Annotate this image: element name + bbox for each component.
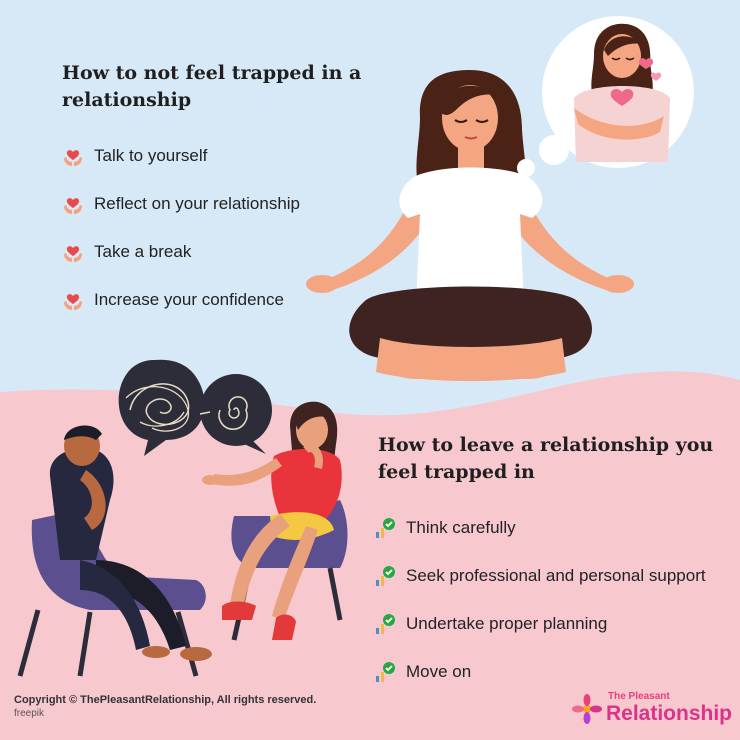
heart-hands-icon [64, 198, 82, 214]
list-item-label: Take a break [94, 242, 192, 261]
check-ladder-icon [376, 566, 395, 586]
copyright-notice: Copyright © ThePleasantRelationship, All… [14, 694, 317, 706]
brand-logo: The Pleasant Relationship [572, 690, 732, 730]
heart-hands-icon [64, 294, 82, 310]
pink-wave-background [0, 371, 740, 740]
meditating-woman-illustration [306, 70, 634, 381]
list-item-label: Undertake proper planning [406, 614, 608, 633]
list-item-label: Increase your confidence [94, 290, 284, 309]
thought-bubble [517, 16, 694, 177]
brand-name: Relationship [606, 702, 733, 725]
list-item-label: Think carefully [406, 518, 516, 537]
list-item-label: Reflect on your relationship [94, 194, 301, 213]
list-item-label: Talk to yourself [94, 146, 208, 165]
list-item: Move on [374, 660, 471, 684]
list-item: Seek professional and personal support [374, 564, 706, 588]
therapy-session-illustration [17, 359, 348, 677]
list-item: Take a break [62, 240, 191, 264]
top-section-heading: How to not feel trapped in a relationshi… [62, 62, 362, 111]
heart-hands-icon [64, 246, 82, 262]
list-item-label: Seek professional and personal support [406, 566, 706, 585]
brand-tagline: The Pleasant [608, 691, 670, 702]
bottom-section-heading: How to leave a relationship you feel tra… [378, 434, 714, 483]
list-item-label: Move on [406, 662, 472, 681]
check-ladder-icon [376, 614, 395, 634]
check-ladder-icon [376, 662, 395, 682]
list-item: Think carefully [374, 516, 516, 540]
list-item: Reflect on your relationship [62, 192, 300, 216]
brand-flower-icon [572, 694, 602, 724]
heart-hands-icon [64, 150, 82, 166]
check-ladder-icon [376, 518, 395, 538]
list-item: Increase your confidence [62, 288, 284, 312]
list-item: Talk to yourself [62, 144, 207, 168]
list-item: Undertake proper planning [374, 612, 607, 636]
image-credit: freepik [14, 708, 45, 719]
